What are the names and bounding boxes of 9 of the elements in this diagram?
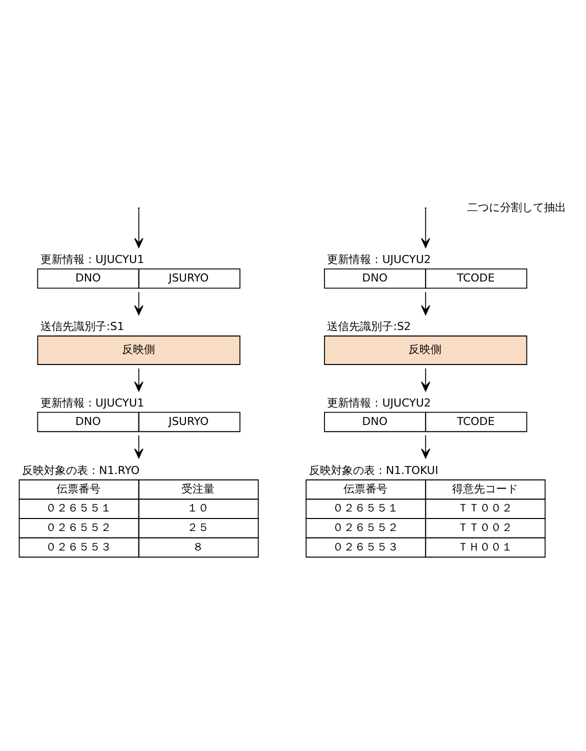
node-label: 反映対象の表：N1.RYO — [22, 464, 140, 476]
node-label: 送信先識別子:S1 — [40, 320, 124, 333]
node-label: 更新情報：UJUCYU1 — [40, 396, 144, 409]
node-label: 送信先識別子:S2 — [327, 320, 411, 333]
node-label: 反映対象の表：N1.TOKUI — [308, 464, 438, 476]
node-label: 更新情報：UJUCYU2 — [327, 396, 431, 409]
node-label: 更新情報：UJUCYU1 — [40, 252, 144, 266]
label: 二つに分割して抽出 — [467, 200, 566, 214]
node-label: 更新情報：UJUCYU2 — [327, 252, 431, 266]
